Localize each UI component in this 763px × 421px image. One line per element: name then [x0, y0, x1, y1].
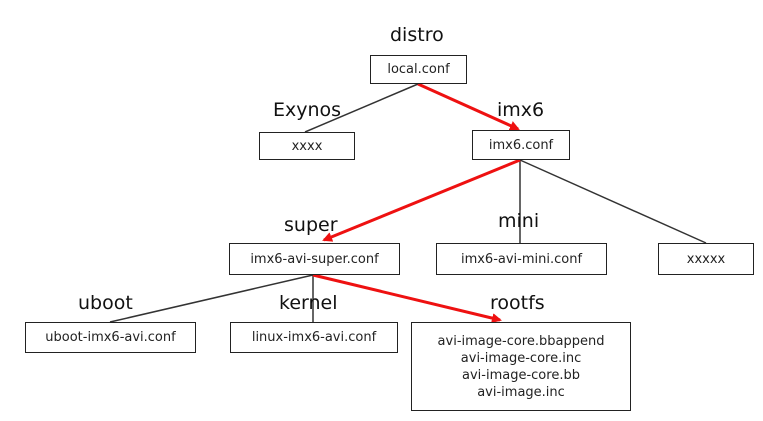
- node-linux-imx6-avi-conf: linux-imx6-avi.conf: [230, 322, 398, 353]
- edge-super-to-uboot: [109, 274, 314, 323]
- edge-imx6-to-xxxxx: [519, 159, 707, 244]
- rootfs-file-item: avi-image-core.bb: [462, 367, 580, 383]
- highlight-arrow-local-to-imx6: [417, 82, 520, 131]
- rootfs-file-item: avi-image-core.bbappend: [437, 333, 605, 349]
- node-imx6-conf: imx6.conf: [472, 130, 570, 160]
- label-super: super: [284, 214, 338, 236]
- node-imx6-avi-super-conf: imx6-avi-super.conf: [229, 243, 400, 275]
- label-imx6: imx6: [497, 99, 545, 121]
- label-distro: distro: [390, 24, 444, 46]
- label-uboot: uboot: [78, 292, 133, 314]
- node-xxxxx: xxxxx: [658, 243, 754, 275]
- label-exynos: Exynos: [273, 99, 342, 121]
- node-local-conf: local.conf: [370, 55, 467, 84]
- label-rootfs: rootfs: [490, 292, 545, 314]
- highlight-arrow-imx6-to-super: [322, 158, 521, 242]
- node-rootfs-files: avi-image-core.bbappend avi-image-core.i…: [411, 322, 631, 411]
- node-imx6-avi-mini-conf: imx6-avi-mini.conf: [436, 243, 607, 275]
- node-xxxx: xxxx: [259, 132, 355, 160]
- rootfs-file-item: avi-image.inc: [477, 384, 565, 400]
- highlight-arrow-super-to-rootfs: [312, 273, 502, 323]
- edge-local-to-exynos: [304, 83, 419, 133]
- label-mini: mini: [498, 210, 540, 232]
- node-uboot-imx6-avi-conf: uboot-imx6-avi.conf: [25, 322, 196, 353]
- rootfs-file-item: avi-image-core.inc: [460, 350, 582, 366]
- label-kernel: kernel: [279, 292, 338, 314]
